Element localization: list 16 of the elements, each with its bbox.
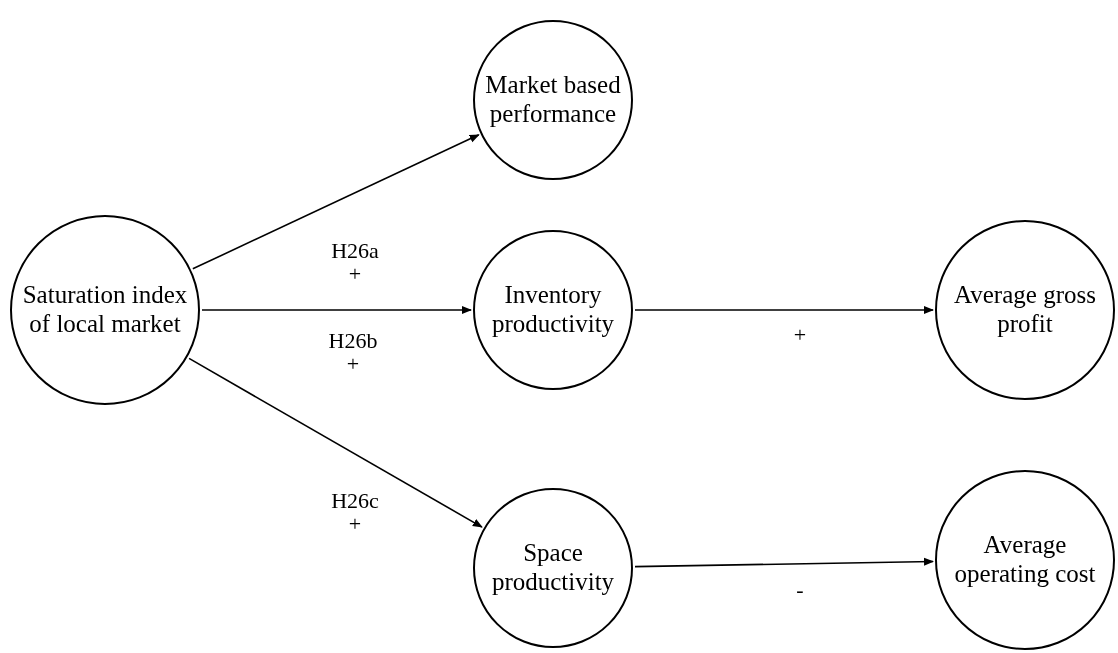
node-label: Saturation index of local market: [21, 281, 189, 339]
arrow: [201, 306, 472, 314]
arrow: [634, 306, 934, 314]
node-label: Average gross profit: [953, 281, 1097, 339]
arrow: [192, 134, 480, 270]
edge-label: H26c +: [330, 488, 380, 536]
edge-label: H26a +: [330, 238, 380, 286]
edge-label: +: [792, 323, 808, 347]
node-label: Average operating cost: [953, 531, 1097, 589]
node-label: Inventory productivity: [490, 281, 616, 339]
node-label: Space productivity: [490, 539, 616, 597]
arrow: [634, 557, 934, 568]
node-label: Market based performance: [484, 71, 622, 129]
edge-label: H26b +: [327, 328, 379, 376]
arrow: [188, 357, 483, 528]
edge-label: -: [795, 578, 805, 602]
